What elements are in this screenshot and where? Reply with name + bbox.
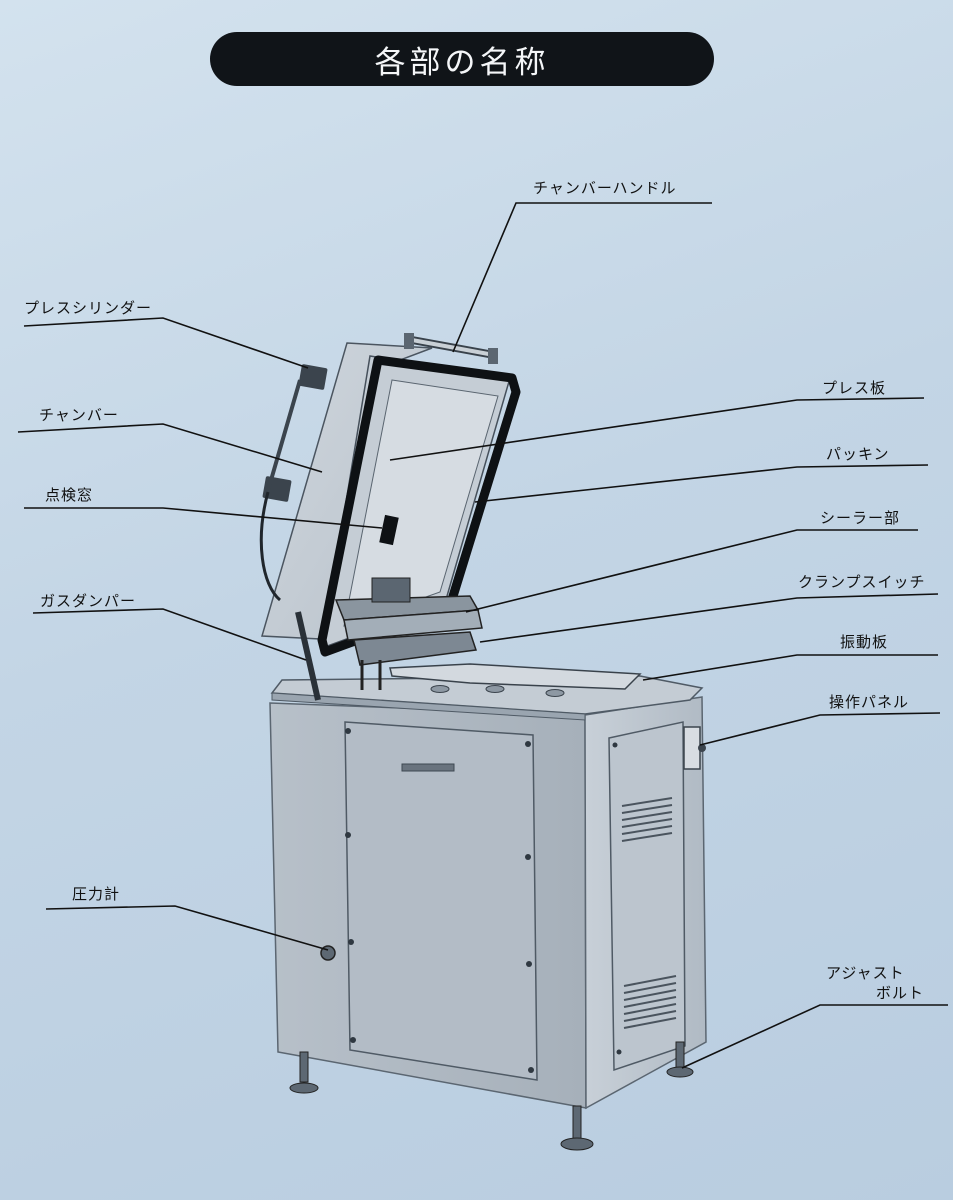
inspection-window xyxy=(379,514,399,546)
label-adjust-bolt-line2: ボルト xyxy=(876,984,925,1002)
label-adjust-bolt-line1: アジャスト xyxy=(826,964,905,982)
label-pressure-gauge: 圧力計 xyxy=(72,885,121,903)
door-handle xyxy=(401,763,455,772)
side-panel xyxy=(608,721,686,1072)
chamber-handle[interactable] xyxy=(404,333,498,364)
label-operation-panel: 操作パネル xyxy=(829,693,910,711)
label-chamber: チャンバー xyxy=(39,406,119,424)
leader-packing xyxy=(474,464,929,503)
leader-lines xyxy=(17,202,948,1069)
leader-adjust-bolt xyxy=(681,1004,948,1069)
chamber-lid xyxy=(259,333,521,701)
press-plate-surface xyxy=(343,379,499,627)
label-sealer: シーラー部 xyxy=(820,509,901,527)
leader-inspection-window xyxy=(24,507,383,529)
label-vibration-plate: 振動板 xyxy=(840,633,889,651)
operation-panel-box xyxy=(683,726,701,770)
adjust-bolts xyxy=(289,1041,694,1151)
leader-pressure-gauge xyxy=(45,905,329,951)
press-cylinder xyxy=(262,364,328,502)
label-clamp-switch: クランプスイッチ xyxy=(798,573,926,591)
label-inspection-window: 点検窓 xyxy=(45,486,94,504)
label-packing: パッキン xyxy=(826,445,890,463)
door-screws xyxy=(345,728,622,1073)
cabinet xyxy=(269,663,707,1151)
title-banner: 各部の名称 xyxy=(210,32,714,86)
label-press-cylinder: プレスシリンダー xyxy=(24,299,153,317)
leader-gas-damper xyxy=(32,608,307,661)
label-press-plate: プレス板 xyxy=(822,379,887,397)
gas-damper-rod[interactable] xyxy=(295,611,321,701)
leader-press-plate xyxy=(389,397,925,461)
leader-press-cylinder xyxy=(23,317,309,369)
leader-sealer xyxy=(465,529,918,613)
leader-chamber xyxy=(17,423,323,473)
vibration-plate xyxy=(389,663,642,690)
leader-operation-panel xyxy=(699,712,941,746)
sealer-assembly xyxy=(334,577,483,690)
front-door xyxy=(344,721,538,1081)
side-vents xyxy=(621,797,677,1029)
leader-chamber-handle xyxy=(452,202,712,353)
operation-panel-knob[interactable] xyxy=(698,744,706,752)
leader-vibration-plate xyxy=(642,654,938,681)
hose xyxy=(259,491,282,602)
leader-clamp-switch xyxy=(479,593,939,643)
deck-feet xyxy=(430,685,565,697)
top-deck-edge xyxy=(271,692,586,721)
label-gas-damper: ガスダンパー xyxy=(40,592,137,610)
label-chamber-handle: チャンバーハンドル xyxy=(533,179,677,197)
page-title: 各部の名称 xyxy=(374,44,550,81)
